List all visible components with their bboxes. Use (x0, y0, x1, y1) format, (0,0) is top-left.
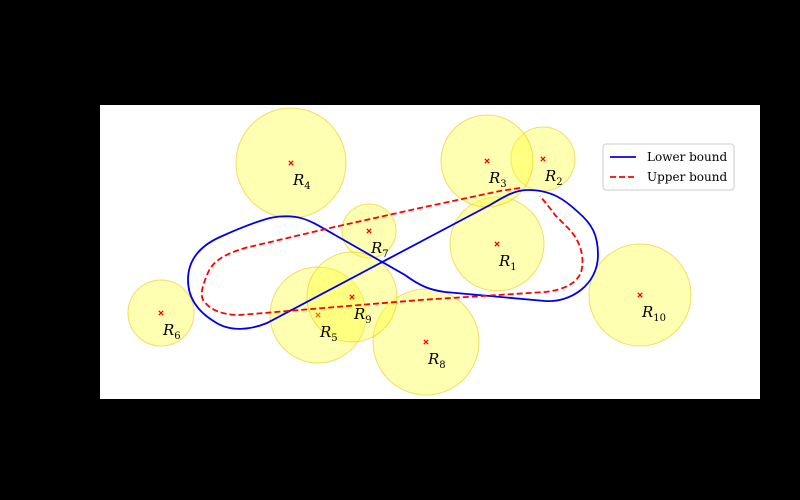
region-label-10: R10 (641, 303, 666, 324)
region-label-sub-9: 9 (365, 315, 371, 326)
region-center-marker-8 (423, 339, 429, 345)
region-label-9: R9 (353, 305, 372, 326)
region-label-base-4: R (292, 171, 304, 189)
region-label-2: R2 (544, 167, 563, 188)
region-label-sub-3: 3 (500, 179, 506, 190)
region-center-marker-3 (484, 158, 490, 164)
region-label-sub-4: 4 (304, 181, 310, 192)
region-label-sub-10: 10 (653, 313, 666, 324)
region-label-base-2: R (544, 167, 556, 185)
region-label-base-6: R (162, 321, 174, 339)
region-label-base-1: R (498, 252, 510, 270)
legend-box (602, 143, 735, 191)
legend-upper-label: Upper bound (647, 170, 727, 184)
region-center-marker-6 (158, 310, 164, 316)
region-label-7: R7 (370, 239, 389, 260)
region-label-base-10: R (641, 303, 653, 321)
regions-layer (127, 107, 692, 396)
region-label-base-7: R (370, 239, 382, 257)
region-label-1: R1 (498, 252, 517, 273)
region-label-sub-6: 6 (174, 331, 180, 342)
region-label-base-9: R (353, 305, 365, 323)
region-label-sub-2: 2 (556, 177, 562, 188)
region-center-marker-10 (637, 292, 643, 298)
region-label-sub-7: 7 (382, 249, 388, 260)
lower-bound-path (187, 189, 599, 330)
region-label-3: R3 (488, 169, 507, 190)
region-label-base-3: R (488, 169, 500, 187)
legend-lower-label: Lower bound (647, 150, 727, 164)
region-center-marker-7 (366, 228, 372, 234)
region-label-4: R4 (292, 171, 311, 192)
region-label-base-8: R (427, 350, 439, 368)
region-label-sub-5: 5 (331, 333, 337, 344)
upper-bound-path (200, 187, 584, 316)
region-label-sub-1: 1 (510, 262, 516, 273)
region-label-5: R5 (319, 323, 338, 344)
region-center-marker-2 (540, 156, 546, 162)
region-label-8: R8 (427, 350, 446, 371)
region-center-marker-1 (494, 241, 500, 247)
legend: Lower bound Upper bound (602, 143, 735, 191)
region-label-sub-8: 8 (439, 360, 445, 371)
region-label-base-5: R (319, 323, 331, 341)
region-center-marker-4 (288, 160, 294, 166)
region-center-marker-5 (315, 312, 321, 318)
region-center-marker-9 (349, 294, 355, 300)
region-label-6: R6 (162, 321, 181, 342)
